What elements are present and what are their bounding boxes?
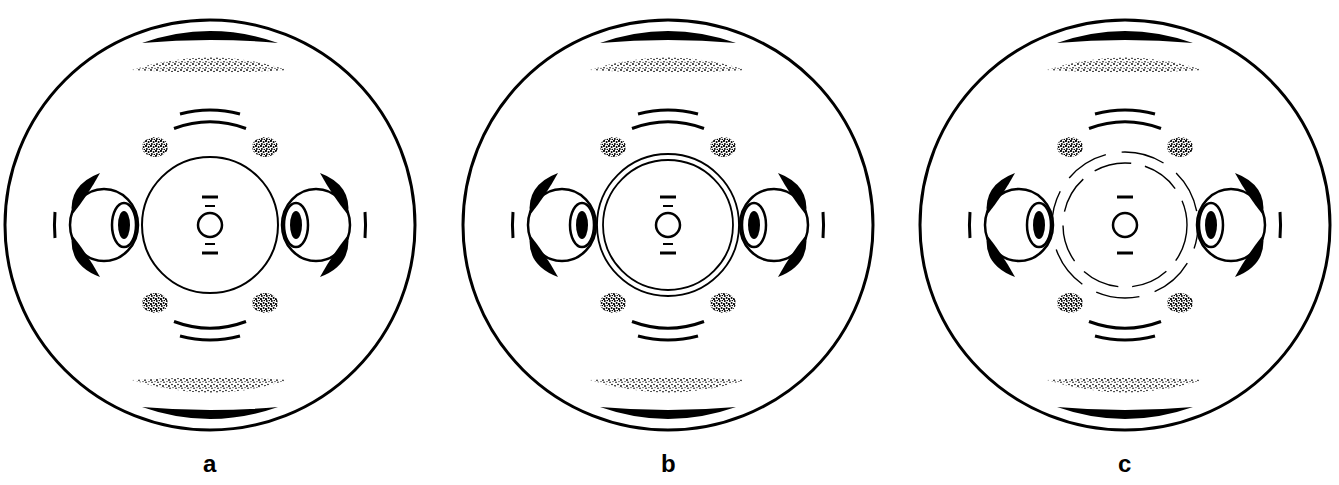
pattern-a bbox=[5, 20, 415, 430]
fiber-pattern bbox=[920, 20, 1330, 430]
fiber-pattern bbox=[463, 20, 873, 430]
arc-ring bbox=[1063, 163, 1187, 287]
arc-ring bbox=[1052, 152, 1198, 298]
debye-ring bbox=[603, 160, 733, 290]
reflection-dash bbox=[663, 206, 673, 244]
pattern-b bbox=[463, 20, 873, 430]
reflection-dash bbox=[205, 206, 215, 244]
panel-letter: b bbox=[661, 452, 676, 476]
panel-letter: c bbox=[1118, 452, 1131, 476]
pattern-c bbox=[920, 20, 1330, 430]
panel-letter: a bbox=[203, 452, 216, 476]
debye-ring bbox=[142, 157, 278, 293]
debye-ring bbox=[597, 154, 739, 296]
fiber-pattern bbox=[5, 20, 415, 430]
